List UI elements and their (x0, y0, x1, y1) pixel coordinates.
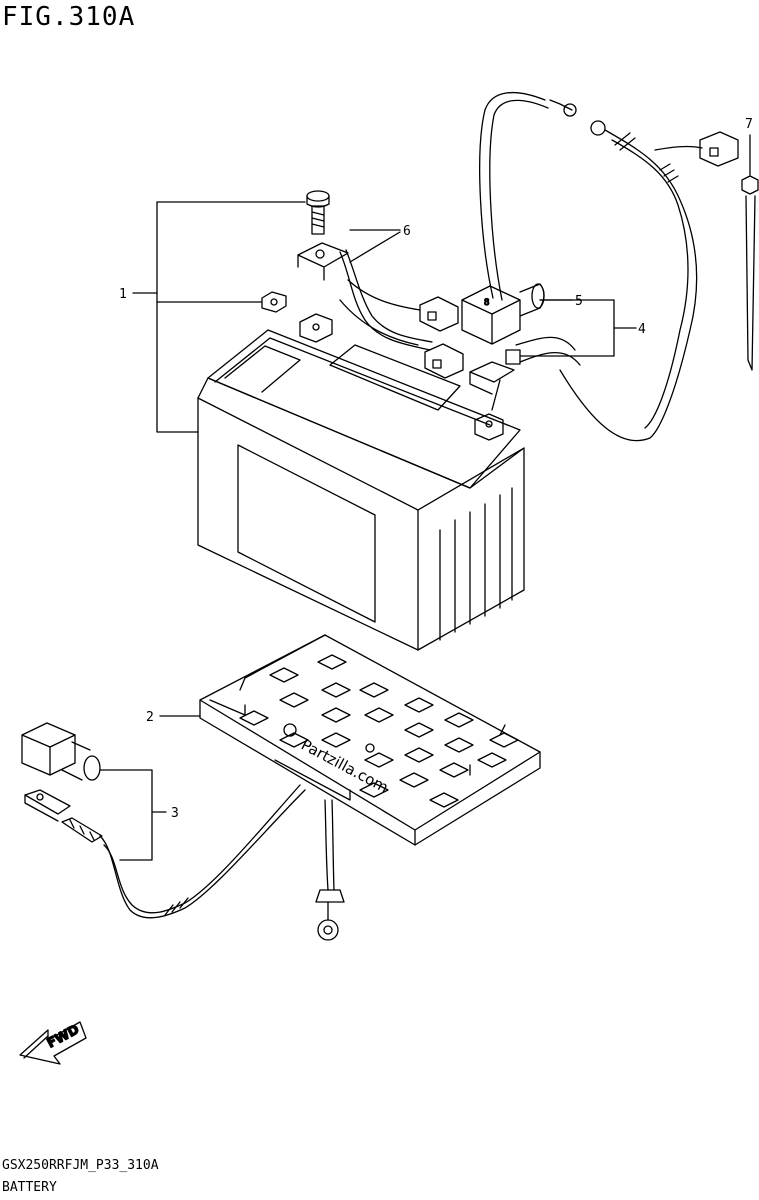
bolt (306, 190, 330, 235)
figure-title: FIG.310A (2, 2, 136, 32)
figure-name: BATTERY (2, 1180, 57, 1195)
cable-part-6 (297, 231, 464, 379)
fwd-arrow-icon: FWD (19, 1021, 87, 1065)
bracket-part-1 (132, 201, 306, 433)
cable-tie-part-7 (741, 134, 759, 371)
callout-4: 4 (638, 322, 646, 337)
battery (197, 313, 525, 651)
leader-4-5 (519, 299, 615, 357)
callout-3: 3 (171, 806, 179, 821)
svg-text:8: 8 (484, 298, 489, 308)
nut (261, 291, 287, 313)
battery-tray (199, 634, 541, 941)
callout-1: 1 (119, 287, 127, 302)
callout-2: 2 (146, 710, 154, 725)
cable-part-4: 8 (461, 91, 739, 442)
callout-7: 7 (745, 117, 753, 132)
leader-3 (99, 769, 153, 861)
cable-part-3 (21, 722, 306, 919)
figure-code: GSX250RRFJM_P33_310A (2, 1158, 159, 1173)
callout-6: 6 (403, 224, 411, 239)
callout-5: 5 (575, 294, 583, 309)
